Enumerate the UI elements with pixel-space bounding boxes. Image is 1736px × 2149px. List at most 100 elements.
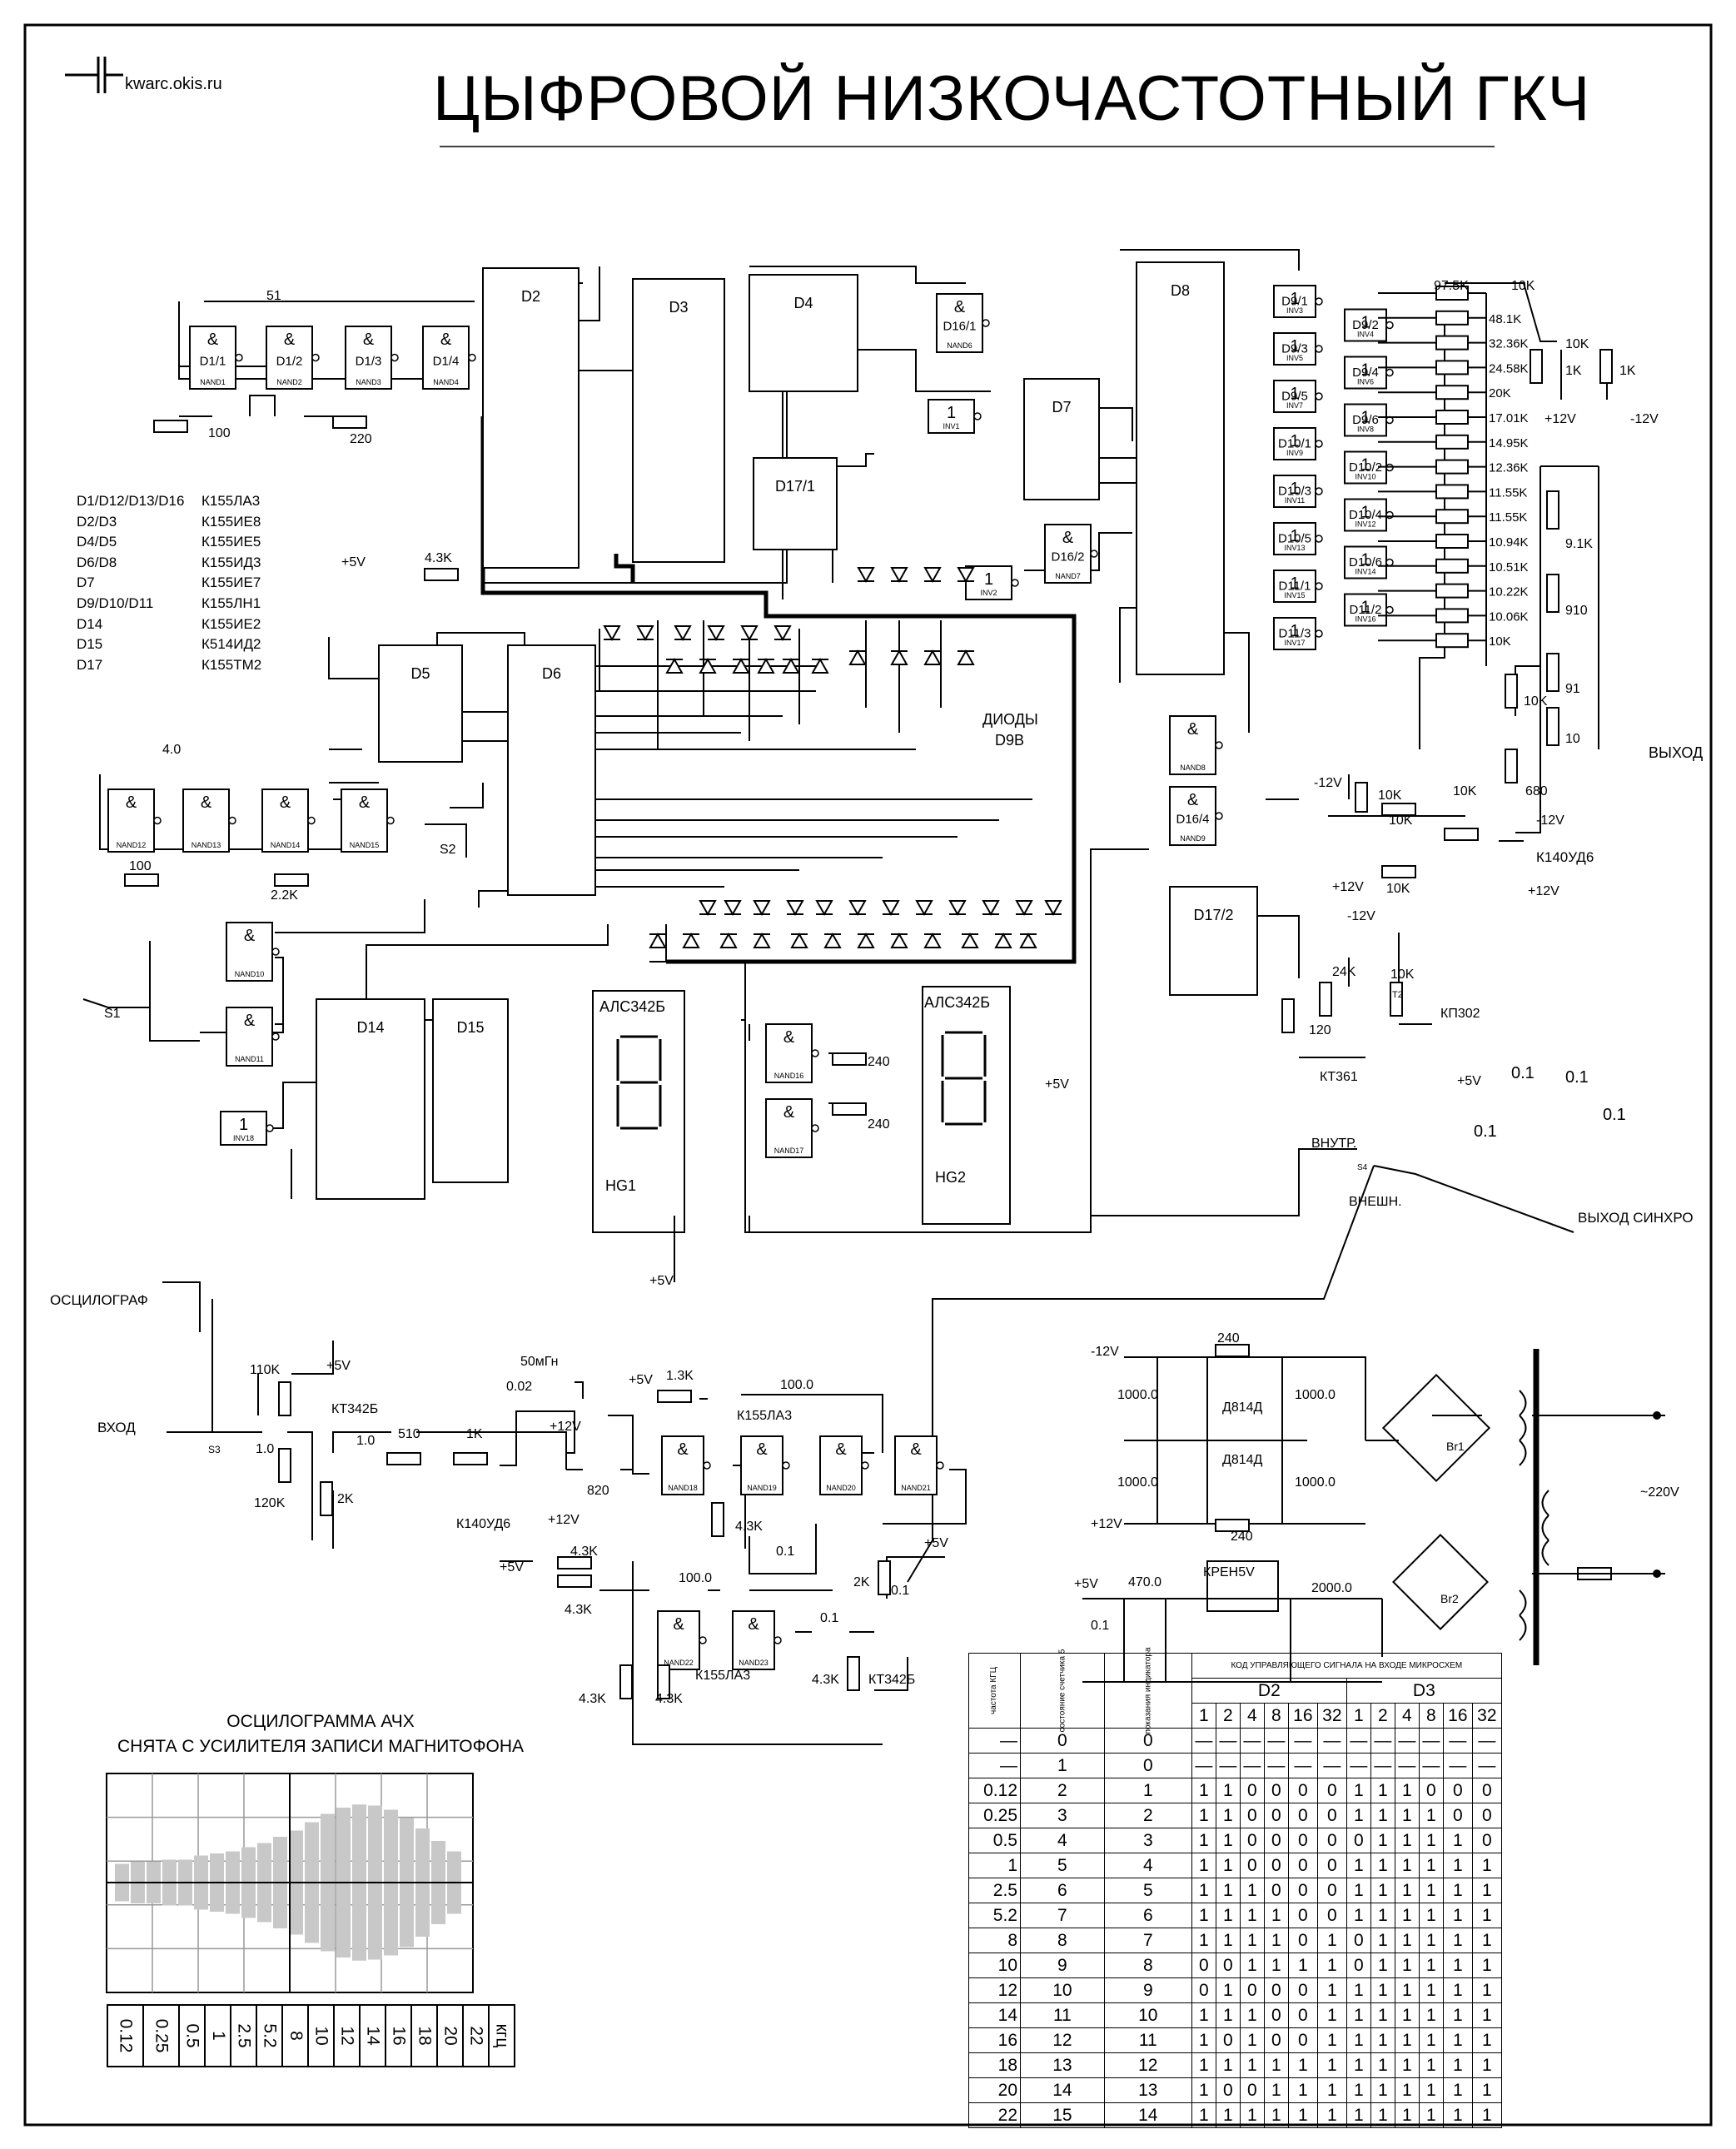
svg-text:NAND13: NAND13 <box>192 841 221 849</box>
diode-icon <box>649 932 667 948</box>
diode-icon <box>699 900 717 917</box>
diode-icon <box>923 932 942 948</box>
diode-icon <box>740 625 759 642</box>
code-cell: 1 <box>1316 2027 1347 2053</box>
svg-text:1: 1 <box>1360 551 1370 570</box>
resistor <box>278 1448 291 1483</box>
svg-text:&: & <box>363 331 375 349</box>
code-cell: 1 <box>1191 1928 1216 1953</box>
plus5v-b-label: +5V <box>500 1560 524 1574</box>
code-cell: 0 <box>1287 1828 1318 1853</box>
ladder-value-label: 11.55K <box>1489 485 1527 500</box>
gate-d13-2: &NAND11 <box>226 1007 280 1067</box>
chip-d14: D14 <box>316 998 425 1200</box>
legend-part-number: К155ИЕ8 <box>201 513 261 530</box>
code-cell: 0 <box>1239 1853 1265 1878</box>
code-cell: 1 <box>1316 2102 1347 2128</box>
gate-d13-1: &NAND10 <box>226 922 280 982</box>
code-cell: 0 <box>1471 1828 1502 1853</box>
diode-icon <box>961 932 979 948</box>
chip-d7: D7 <box>1023 378 1100 500</box>
code-cell: 0 <box>1316 1903 1347 1928</box>
svg-text:NAND4: NAND4 <box>433 378 459 386</box>
diode-icon <box>923 567 942 584</box>
code-cell: 0 <box>1263 1977 1289 2003</box>
cap-0-02-label: 0.02 <box>506 1380 532 1394</box>
cap-0-1-a-label: 0.1 <box>1511 1064 1535 1082</box>
freq-axis-label: 0.5 <box>182 2023 202 2048</box>
freq-axis-label: 2.5 <box>234 2023 254 2048</box>
code-cell: — <box>1418 1728 1444 1754</box>
res-2-2k-label: 2.2K <box>271 888 298 903</box>
code-cell: — <box>1215 1728 1241 1754</box>
zener-b-label: Д814Д <box>1222 1453 1263 1467</box>
code-cell: 1 <box>1370 1953 1395 1978</box>
code-cell: 1 <box>1263 2102 1289 2128</box>
gate-d16-3: &NAND8 <box>1169 715 1223 775</box>
cap-1-0-a-label: 1.0 <box>256 1442 274 1456</box>
svg-text:D1/2: D1/2 <box>276 355 303 369</box>
res-110k-label: 110K <box>250 1363 281 1377</box>
code-cell: 0 <box>1442 1778 1473 1803</box>
freq-axis-cell: 5.2 <box>256 2004 284 2067</box>
state-cell: 10 <box>1020 1977 1105 2003</box>
state-cell: 12 <box>1020 2027 1105 2053</box>
freq-axis-cell: 16 <box>385 2004 413 2067</box>
freq-cell: 18 <box>968 2052 1021 2078</box>
freq-axis-cell: 1 <box>203 2004 231 2067</box>
plus5v-c-label: +5V <box>924 1536 948 1550</box>
chip-d15: D15 <box>432 998 509 1183</box>
svg-text:D10/6: D10/6 <box>1349 555 1382 570</box>
svg-text:D11/1: D11/1 <box>1279 580 1311 594</box>
code-cell: 1 <box>1418 1878 1444 1903</box>
display-cell: 4 <box>1103 1853 1192 1878</box>
gate-nand23: &NAND23 <box>732 1610 782 1670</box>
diode-icon <box>753 932 771 948</box>
code-cell: 1 <box>1191 2052 1216 2078</box>
plus12v-amp-label: +12V <box>550 1420 581 1434</box>
svg-text:&: & <box>201 793 212 812</box>
code-cell: — <box>1394 1728 1420 1754</box>
code-cell: 1 <box>1394 1977 1420 2003</box>
code-cell: 0 <box>1346 1828 1371 1853</box>
code-cell: 1 <box>1418 2077 1444 2103</box>
gate-d12-2: & NAND13 <box>182 788 236 853</box>
code-cell: 1 <box>1471 2077 1502 2103</box>
code-cell: 1 <box>1394 1803 1420 1828</box>
resistor <box>332 415 367 429</box>
code-cell: — <box>1239 1753 1265 1778</box>
diode-icon <box>1019 932 1037 948</box>
code-cell: 1 <box>1215 1928 1241 1953</box>
bit-header: 8 <box>1263 1703 1289 1729</box>
display-cell: 11 <box>1103 2027 1192 2053</box>
resistor <box>278 1381 291 1416</box>
res-4-3k-c-label: 4.3K <box>570 1545 598 1559</box>
code-cell: 1 <box>1215 1828 1241 1853</box>
freq-axis-cell: 0.25 <box>142 2004 180 2067</box>
state-cell: 2 <box>1020 1778 1105 1803</box>
svg-text:D5: D5 <box>410 665 430 682</box>
res-4-3k-e-label: 4.3K <box>579 1692 606 1706</box>
freq-cell: — <box>968 1753 1021 1778</box>
svg-text:INV18: INV18 <box>233 1134 254 1142</box>
code-cell: 1 <box>1442 2102 1473 2128</box>
cap-0-1-g-label: 0.1 <box>891 1584 909 1598</box>
t2-label: T2 <box>1392 990 1403 1000</box>
diode-icon <box>815 900 833 917</box>
svg-text:NAND7: NAND7 <box>1055 572 1081 580</box>
logic-gates: &D1/1NAND1&D1/2NAND2&D1/3NAND3&D1/4NAND4… <box>107 285 1394 1670</box>
code-cell: 0 <box>1287 1803 1318 1828</box>
code-cell: — <box>1471 1728 1502 1754</box>
code-cell: 0 <box>1215 2077 1241 2103</box>
code-cell: 1 <box>1394 2002 1420 2028</box>
